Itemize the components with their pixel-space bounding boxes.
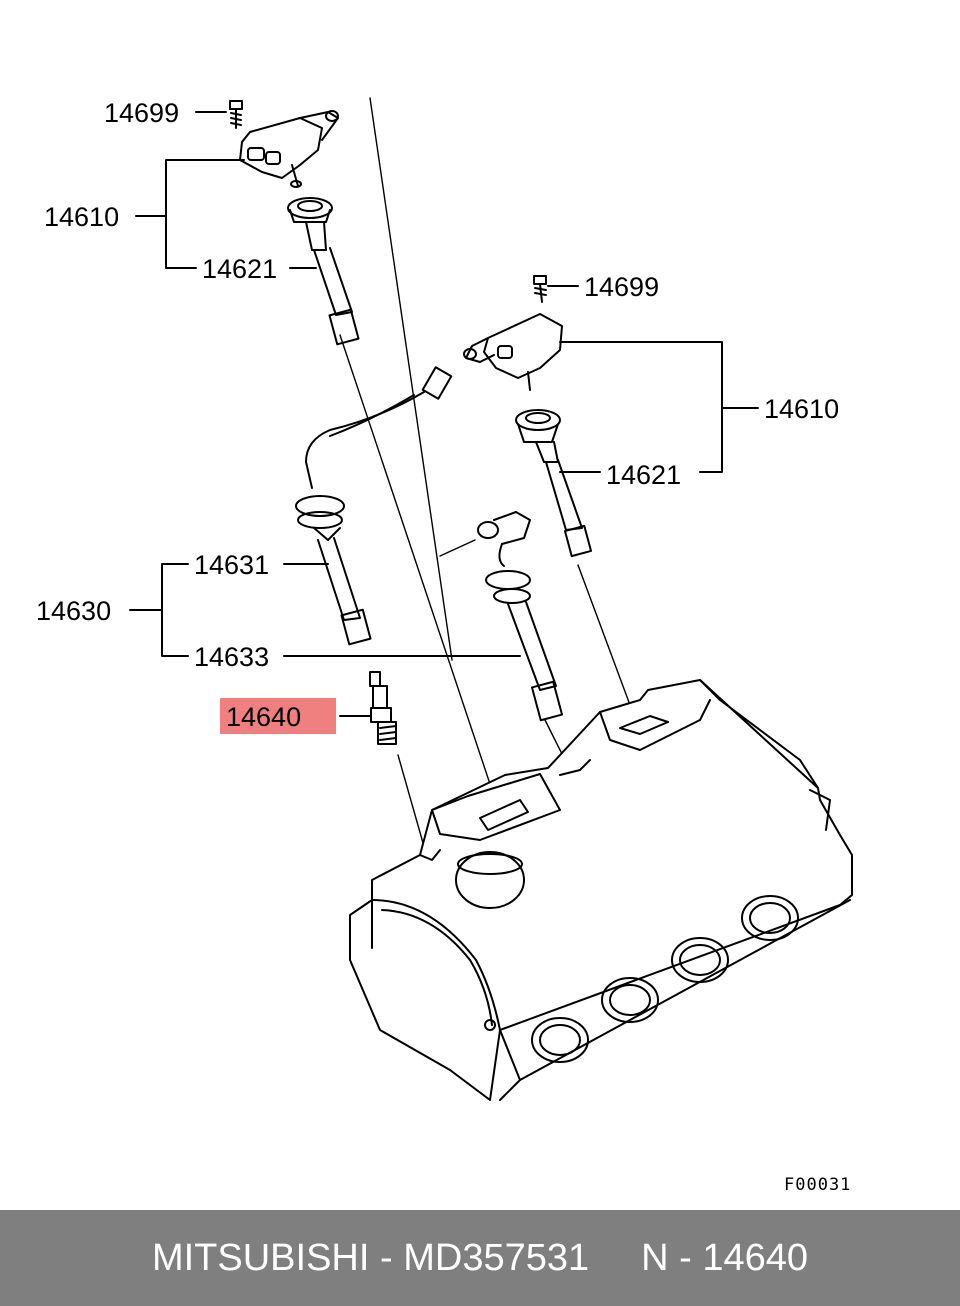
coil-boot-top-left-icon <box>287 197 360 346</box>
callout-coil-right: 14610 <box>764 394 839 424</box>
footer-ref-number: 14640 <box>702 1236 809 1279</box>
footer-part-number: MD357531 <box>403 1236 590 1279</box>
ignition-coil-right-icon <box>463 313 563 391</box>
parts-diagram: 14699 14610 14621 14699 14610 14621 1463… <box>36 97 853 1195</box>
assembly-guide-lines <box>339 97 631 851</box>
cylinder-head-icon <box>349 679 853 1101</box>
spark-plug-icon <box>369 671 397 745</box>
callout-boot-top-left: 14621 <box>202 254 277 284</box>
spark-plug-highlight <box>220 698 336 734</box>
callout-leaders <box>129 111 759 717</box>
coil-boot-right-icon <box>515 409 593 558</box>
footer-bar: MITSUBISHI - MD357531 N - 14640 <box>0 1210 960 1306</box>
callout-boot-right: 14621 <box>606 460 681 490</box>
figure-reference: F00031 <box>784 1175 851 1195</box>
callout-coil-top-left: 14610 <box>44 202 119 232</box>
footer-separator: - <box>380 1236 393 1279</box>
callout-wire-right: 14633 <box>194 642 269 672</box>
footer-ref-separator: - <box>679 1236 692 1279</box>
callout-spark-plug[interactable]: 14640 <box>226 702 301 732</box>
ignition-wire-left-icon <box>295 366 453 646</box>
callout-bolt-right: 14699 <box>584 272 659 302</box>
footer-ref-prefix: N <box>641 1236 669 1279</box>
bolt-right-icon <box>533 275 547 303</box>
callout-bolt-top-left: 14699 <box>104 98 179 128</box>
callout-wire-set: 14630 <box>36 596 111 626</box>
ignition-coil-top-left-icon <box>239 110 339 188</box>
ignition-wire-right-icon <box>477 511 564 722</box>
callout-wire-left: 14631 <box>194 550 269 580</box>
footer-brand: MITSUBISHI <box>151 1236 370 1279</box>
bolt-top-left-icon <box>229 100 243 129</box>
